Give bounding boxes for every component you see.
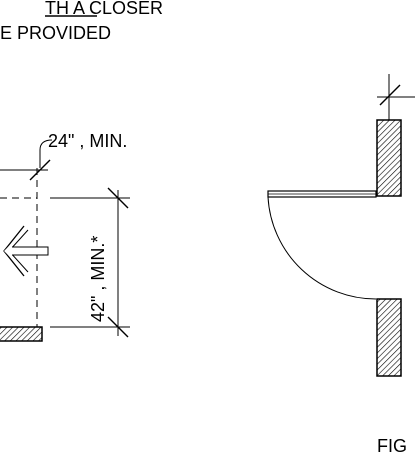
hatched-wall-upper bbox=[376, 119, 402, 197]
figure-label: FIG bbox=[377, 436, 407, 456]
width-tick bbox=[29, 159, 51, 181]
note-line-2: E PROVIDED bbox=[0, 23, 111, 43]
width-leader bbox=[39, 139, 53, 168]
wall-break-tick bbox=[379, 84, 401, 106]
hatched-wall-lower bbox=[376, 298, 402, 377]
approach-arrow-icon bbox=[3, 225, 49, 277]
depth-tick-top bbox=[107, 187, 129, 209]
note-text: TH A CLOSER E PROVIDED bbox=[0, 0, 163, 43]
left-clearance-figure: 24" , MIN. 42" , MIN.* bbox=[0, 131, 130, 342]
right-door-figure: FIG bbox=[267, 74, 415, 456]
width-dimension-label: 24" , MIN. bbox=[48, 131, 127, 151]
depth-dimension-label: 42" , MIN.* bbox=[88, 236, 108, 322]
door-swing-arc bbox=[267, 196, 377, 300]
note-line-1: TH A CLOSER bbox=[45, 0, 163, 18]
hatched-wall-left bbox=[0, 326, 43, 342]
depth-tick-bottom bbox=[107, 316, 129, 338]
